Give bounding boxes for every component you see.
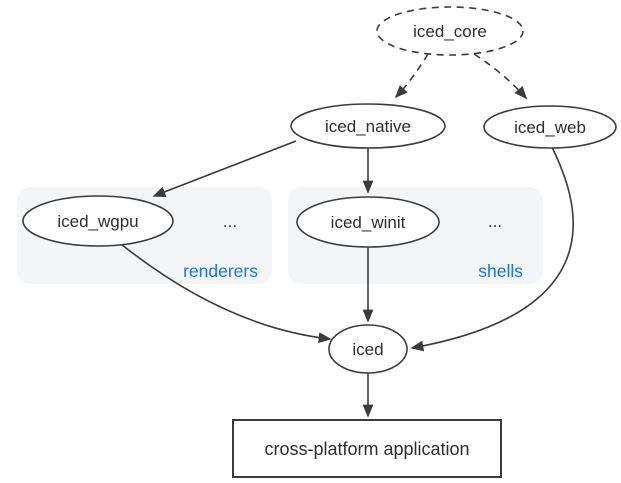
edge-iced_wgpu-iced bbox=[120, 243, 332, 344]
node-iced_winit-shape bbox=[296, 196, 440, 248]
node-iced_native: iced_native bbox=[290, 103, 446, 149]
node-iced_wgpu: iced_wgpu bbox=[22, 195, 174, 247]
node-iced_native-shape bbox=[290, 103, 446, 149]
node-iced: iced bbox=[328, 324, 408, 374]
node-iced_web-label: iced_web bbox=[514, 118, 586, 137]
node-app: cross-platform application bbox=[232, 419, 502, 478]
node-iced_winit-label: iced_winit bbox=[331, 213, 406, 232]
node-iced_core-shape bbox=[376, 6, 524, 56]
node-iced-label: iced bbox=[352, 340, 383, 359]
group-shells-ellipsis: ... bbox=[488, 212, 502, 231]
edge-iced_web-iced bbox=[410, 146, 574, 352]
node-iced_web: iced_web bbox=[483, 105, 617, 149]
edge-iced_native-iced_wgpu bbox=[152, 140, 297, 197]
node-iced_wgpu-label: iced_wgpu bbox=[57, 212, 138, 231]
node-iced_core: iced_core bbox=[376, 6, 524, 56]
node-iced_winit: iced_winit bbox=[296, 196, 440, 248]
node-iced-shape bbox=[328, 324, 408, 374]
group-renderers-ellipsis: ... bbox=[223, 212, 237, 231]
edge-iced_core-iced_native bbox=[394, 53, 429, 99]
node-iced_web-shape bbox=[483, 105, 617, 149]
group-renderers-label: renderers bbox=[183, 261, 258, 281]
node-app-label: cross-platform application bbox=[264, 439, 469, 459]
edge-iced_core-iced_web bbox=[473, 53, 528, 100]
group-shells-label: shells bbox=[478, 261, 523, 281]
node-app-shape bbox=[232, 419, 502, 478]
node-iced_core-label: iced_core bbox=[413, 22, 487, 41]
node-iced_native-label: iced_native bbox=[325, 117, 411, 136]
node-iced_wgpu-shape bbox=[22, 195, 174, 247]
